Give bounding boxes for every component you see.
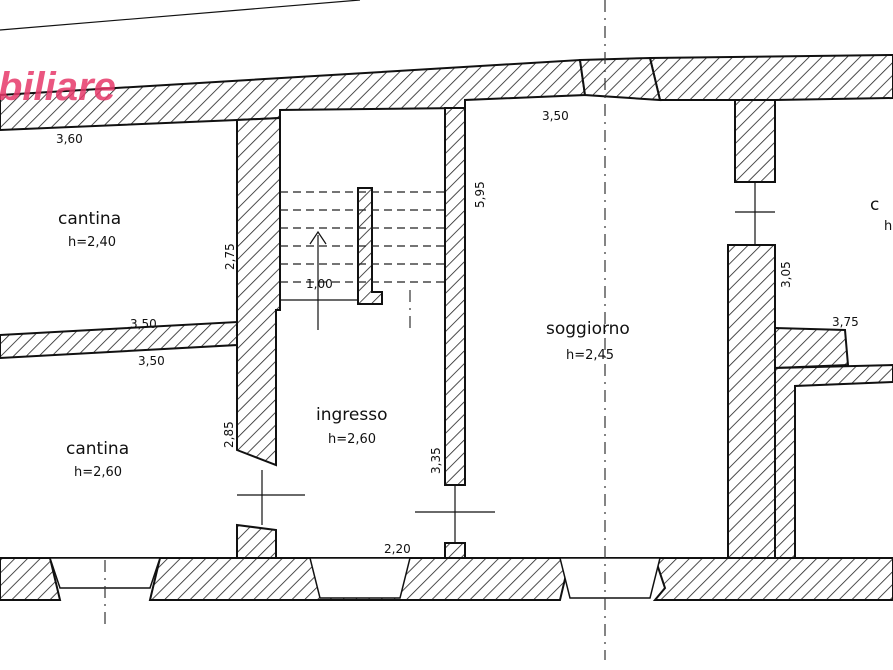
dimension-label: 2,75 <box>223 243 237 270</box>
wall-ingresso-soggiorno <box>444 107 466 486</box>
room-height-cantina-bottom: h=2,60 <box>74 465 122 480</box>
room-height-soggiorno: h=2,45 <box>566 348 614 363</box>
wall-right-divider <box>774 326 850 370</box>
dimension-label: 2,85 <box>222 421 236 448</box>
room-height-ingresso: h=2,60 <box>328 432 376 447</box>
room-name-cantina-bottom: cantina <box>66 439 129 459</box>
doors <box>237 182 775 543</box>
wall-vertical-left-lower <box>236 523 277 559</box>
room-height-cantina-top: h=2,40 <box>68 235 116 250</box>
room-name-ingresso: ingresso <box>316 405 387 425</box>
room-name-soggiorno: soggiorno <box>546 319 630 339</box>
dimension-label: 3,50 <box>138 354 165 368</box>
dimension-label: 1,00 <box>306 277 333 291</box>
wall-stair-stub <box>357 187 383 305</box>
dimension-label: 3,50 <box>542 109 569 123</box>
dimension-label: 2,20 <box>384 542 411 556</box>
dimension-label: 3,50 <box>130 317 157 331</box>
watermark: biliare <box>0 65 116 109</box>
window-jamb-top <box>578 56 662 102</box>
dimension-label: 3,05 <box>779 261 793 288</box>
dimension-label: 5,95 <box>473 181 487 208</box>
wall-top-right <box>648 53 893 101</box>
walls <box>0 53 893 601</box>
bottom-windows <box>48 557 661 599</box>
room-name-cantina-top: cantina <box>58 209 121 229</box>
dimension-label: 3,35 <box>429 447 443 474</box>
wall-cantina-divider <box>0 320 238 360</box>
site-boundary-line <box>0 0 361 31</box>
wall-vertical-left <box>236 116 281 467</box>
staircase <box>280 191 445 330</box>
wall-soggiorno-right <box>728 99 776 183</box>
dimension-label: 3,60 <box>56 132 83 146</box>
room-height-right: h <box>884 219 892 234</box>
wall-ingresso-soggiorno-lower <box>444 542 466 559</box>
room-name-right: c <box>870 195 879 215</box>
wall-right-column <box>727 244 776 599</box>
dimension-label: 3,75 <box>832 315 859 329</box>
